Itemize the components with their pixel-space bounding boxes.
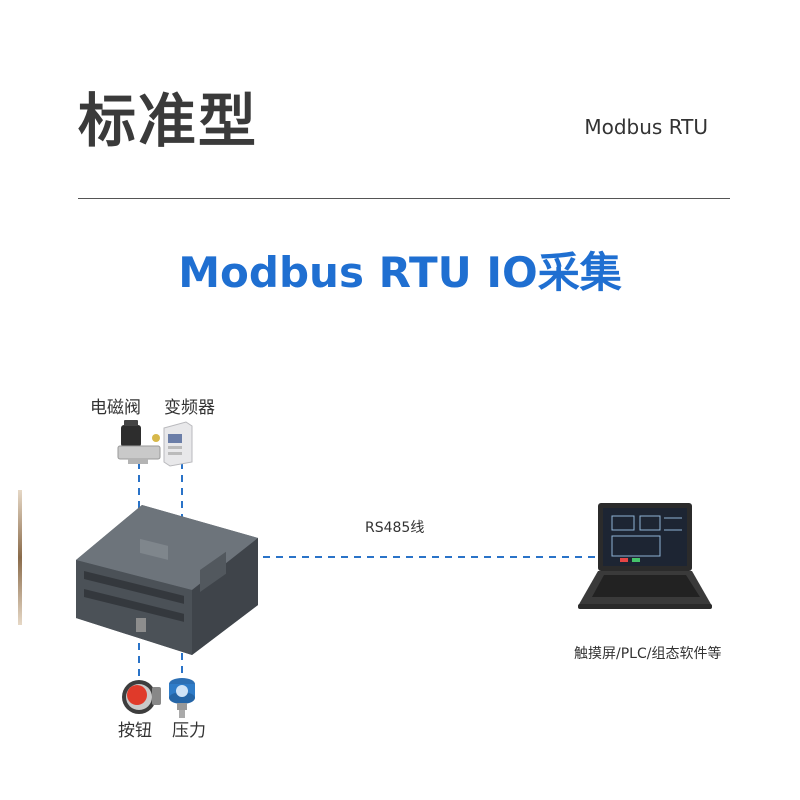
push-button-icon — [122, 680, 161, 714]
edge-decoration — [18, 490, 22, 625]
rs485-label: RS485线 — [365, 520, 425, 536]
inverter-icon — [163, 421, 193, 467]
pressure-transmitter-icon — [169, 678, 195, 718]
button-label: 按钮 — [118, 721, 152, 741]
page-title: 标准型 — [78, 87, 259, 155]
solenoid-valve-icon — [117, 420, 161, 464]
solenoid-valve-label: 电磁阀 — [90, 398, 141, 418]
host-label: 触摸屏/PLC/组态软件等 — [574, 646, 722, 662]
header-divider — [78, 198, 730, 199]
laptop-icon — [578, 503, 712, 609]
io-module-icon — [76, 505, 258, 655]
inverter-label: 变频器 — [164, 398, 215, 418]
protocol-tag: Modbus RTU — [584, 115, 708, 139]
pressure-label: 压力 — [172, 721, 206, 741]
diagram-heading: Modbus RTU IO采集 — [178, 248, 622, 297]
